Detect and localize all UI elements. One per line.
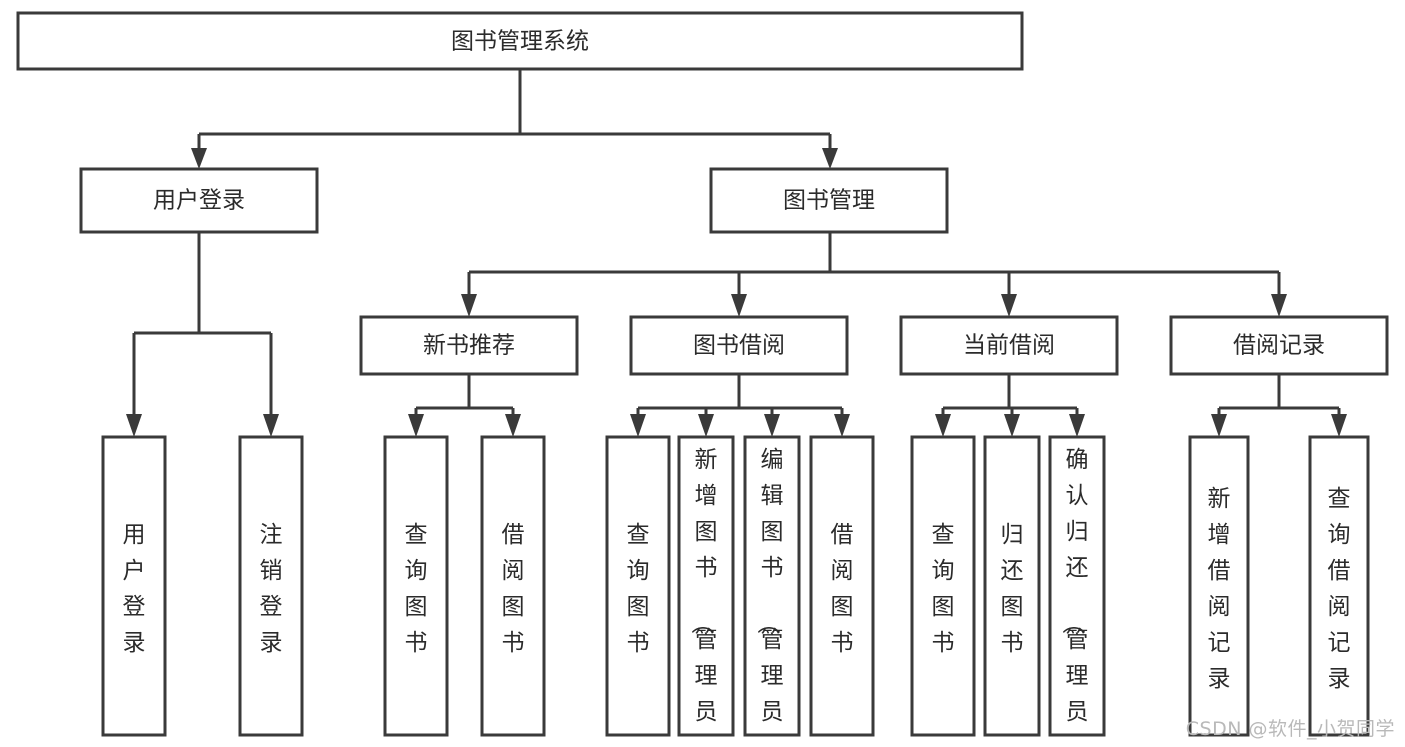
leaf-node-label: 借阅图书	[831, 522, 854, 656]
leaf-node[interactable]: 借阅图书	[809, 435, 875, 737]
leaf-node[interactable]: 新增借阅记录	[1188, 435, 1250, 737]
leaf-node-label: 新增图书（管理员）	[689, 447, 718, 747]
connector-group-borrow-record	[1211, 374, 1347, 437]
leaf-node-box[interactable]	[1308, 435, 1370, 737]
leaf-node-box[interactable]	[101, 435, 167, 737]
node-book-borrow-label: 图书借阅	[693, 333, 785, 359]
arrow-head-icon	[1069, 414, 1085, 437]
leaf-node[interactable]: 查询图书	[910, 435, 976, 737]
node-user-login-label: 用户登录	[153, 188, 245, 214]
arrow-head-icon	[1004, 414, 1020, 437]
watermark-text: CSDN @软件_小贺同学	[1185, 718, 1395, 740]
leaf-node-label: 借阅图书	[502, 522, 525, 656]
leaf-node-label: 查询借阅记录	[1328, 486, 1351, 692]
leaf-node-box[interactable]	[677, 435, 735, 737]
node-new-book-recommend-label: 新书推荐	[423, 333, 515, 359]
leaf-node[interactable]: 归还图书	[983, 435, 1041, 737]
leaf-node[interactable]: 注销登录	[238, 435, 304, 737]
leaf-node[interactable]: 编辑图书（管理员）	[743, 435, 801, 747]
arrow-head-icon	[630, 414, 646, 437]
arrow-head-icon	[698, 414, 714, 437]
arrow-head-icon	[935, 414, 951, 437]
leaf-node-box[interactable]	[383, 435, 449, 737]
leaf-node-label: 归还图书	[1001, 522, 1024, 656]
connector-group-root	[191, 69, 838, 169]
leaf-node-box[interactable]	[983, 435, 1041, 737]
leaf-node-label: 查询图书	[405, 522, 428, 656]
leaf-node-label: 确认归还（管理员）	[1060, 447, 1089, 747]
leaf-node-box[interactable]	[809, 435, 875, 737]
node-current-borrow-label: 当前借阅	[963, 333, 1055, 359]
leaf-node-label: 注销登录	[260, 522, 283, 656]
leaf-node-box[interactable]	[743, 435, 801, 737]
connector-group-new-book	[408, 374, 521, 437]
leaf-node[interactable]: 借阅图书	[480, 435, 546, 737]
arrow-head-icon	[764, 414, 780, 437]
leaf-node-box[interactable]	[910, 435, 976, 737]
leaf-node-box[interactable]	[1188, 435, 1250, 737]
arrow-head-icon	[1001, 294, 1017, 317]
leaf-node[interactable]: 用户登录	[101, 435, 167, 737]
connector-group-book-management	[461, 232, 1287, 317]
leaf-node-layer: 用户登录 注销登录 查询图书 借阅图书 查询图书 新增图书（管理员） 编辑图书（管理员） 借阅…	[101, 435, 1370, 747]
leaf-node-label: 编辑图书（管理员）	[755, 447, 784, 747]
arrow-head-icon	[834, 414, 850, 437]
leaf-node[interactable]: 查询借阅记录	[1308, 435, 1370, 737]
connector-group-user-login	[126, 232, 279, 437]
connector-group-book-borrow	[630, 374, 850, 437]
node-root[interactable]: 图书管理系统	[16, 11, 1024, 71]
arrow-head-icon	[263, 414, 279, 437]
arrow-head-icon	[1211, 414, 1227, 437]
node-new-book-recommend[interactable]: 新书推荐	[359, 315, 579, 376]
node-book-management[interactable]: 图书管理	[709, 167, 949, 234]
node-user-login-box[interactable]	[79, 167, 319, 234]
leaf-node-box[interactable]	[480, 435, 546, 737]
leaf-node[interactable]: 查询图书	[383, 435, 449, 737]
leaf-node-label: 用户登录	[123, 522, 146, 656]
node-borrow-record-label: 借阅记录	[1233, 333, 1325, 359]
node-book-borrow[interactable]: 图书借阅	[629, 315, 849, 376]
arrow-head-icon	[822, 148, 838, 169]
leaf-node-box[interactable]	[605, 435, 671, 737]
node-borrow-record[interactable]: 借阅记录	[1169, 315, 1389, 376]
arrow-head-icon	[408, 414, 424, 437]
leaf-node[interactable]: 新增图书（管理员）	[677, 435, 735, 747]
node-root-label: 图书管理系统	[451, 29, 589, 55]
leaf-node-label: 查询图书	[627, 522, 650, 656]
node-current-borrow-box[interactable]	[899, 315, 1119, 376]
arrow-head-icon	[126, 414, 142, 437]
leaf-node[interactable]: 查询图书	[605, 435, 671, 737]
leaf-node-box[interactable]	[1048, 435, 1106, 737]
node-root-box[interactable]	[16, 11, 1024, 71]
node-book-management-label: 图书管理	[783, 188, 875, 214]
node-user-login[interactable]: 用户登录	[79, 167, 319, 234]
leaf-node-label: 查询图书	[932, 522, 955, 656]
node-new-book-recommend-box[interactable]	[359, 315, 579, 376]
leaf-node-box[interactable]	[238, 435, 304, 737]
connector-group-current-borrow	[935, 374, 1085, 437]
arrow-head-icon	[461, 294, 477, 317]
node-borrow-record-box[interactable]	[1169, 315, 1389, 376]
node-current-borrow[interactable]: 当前借阅	[899, 315, 1119, 376]
arrow-head-icon	[1271, 294, 1287, 317]
arrow-head-icon	[731, 294, 747, 317]
leaf-node-label: 新增借阅记录	[1208, 486, 1231, 692]
node-book-management-box[interactable]	[709, 167, 949, 234]
node-book-borrow-box[interactable]	[629, 315, 849, 376]
leaf-node[interactable]: 确认归还（管理员）	[1048, 435, 1106, 747]
arrow-head-icon	[505, 414, 521, 437]
arrow-head-icon	[191, 148, 207, 169]
arrow-head-icon	[1331, 414, 1347, 437]
